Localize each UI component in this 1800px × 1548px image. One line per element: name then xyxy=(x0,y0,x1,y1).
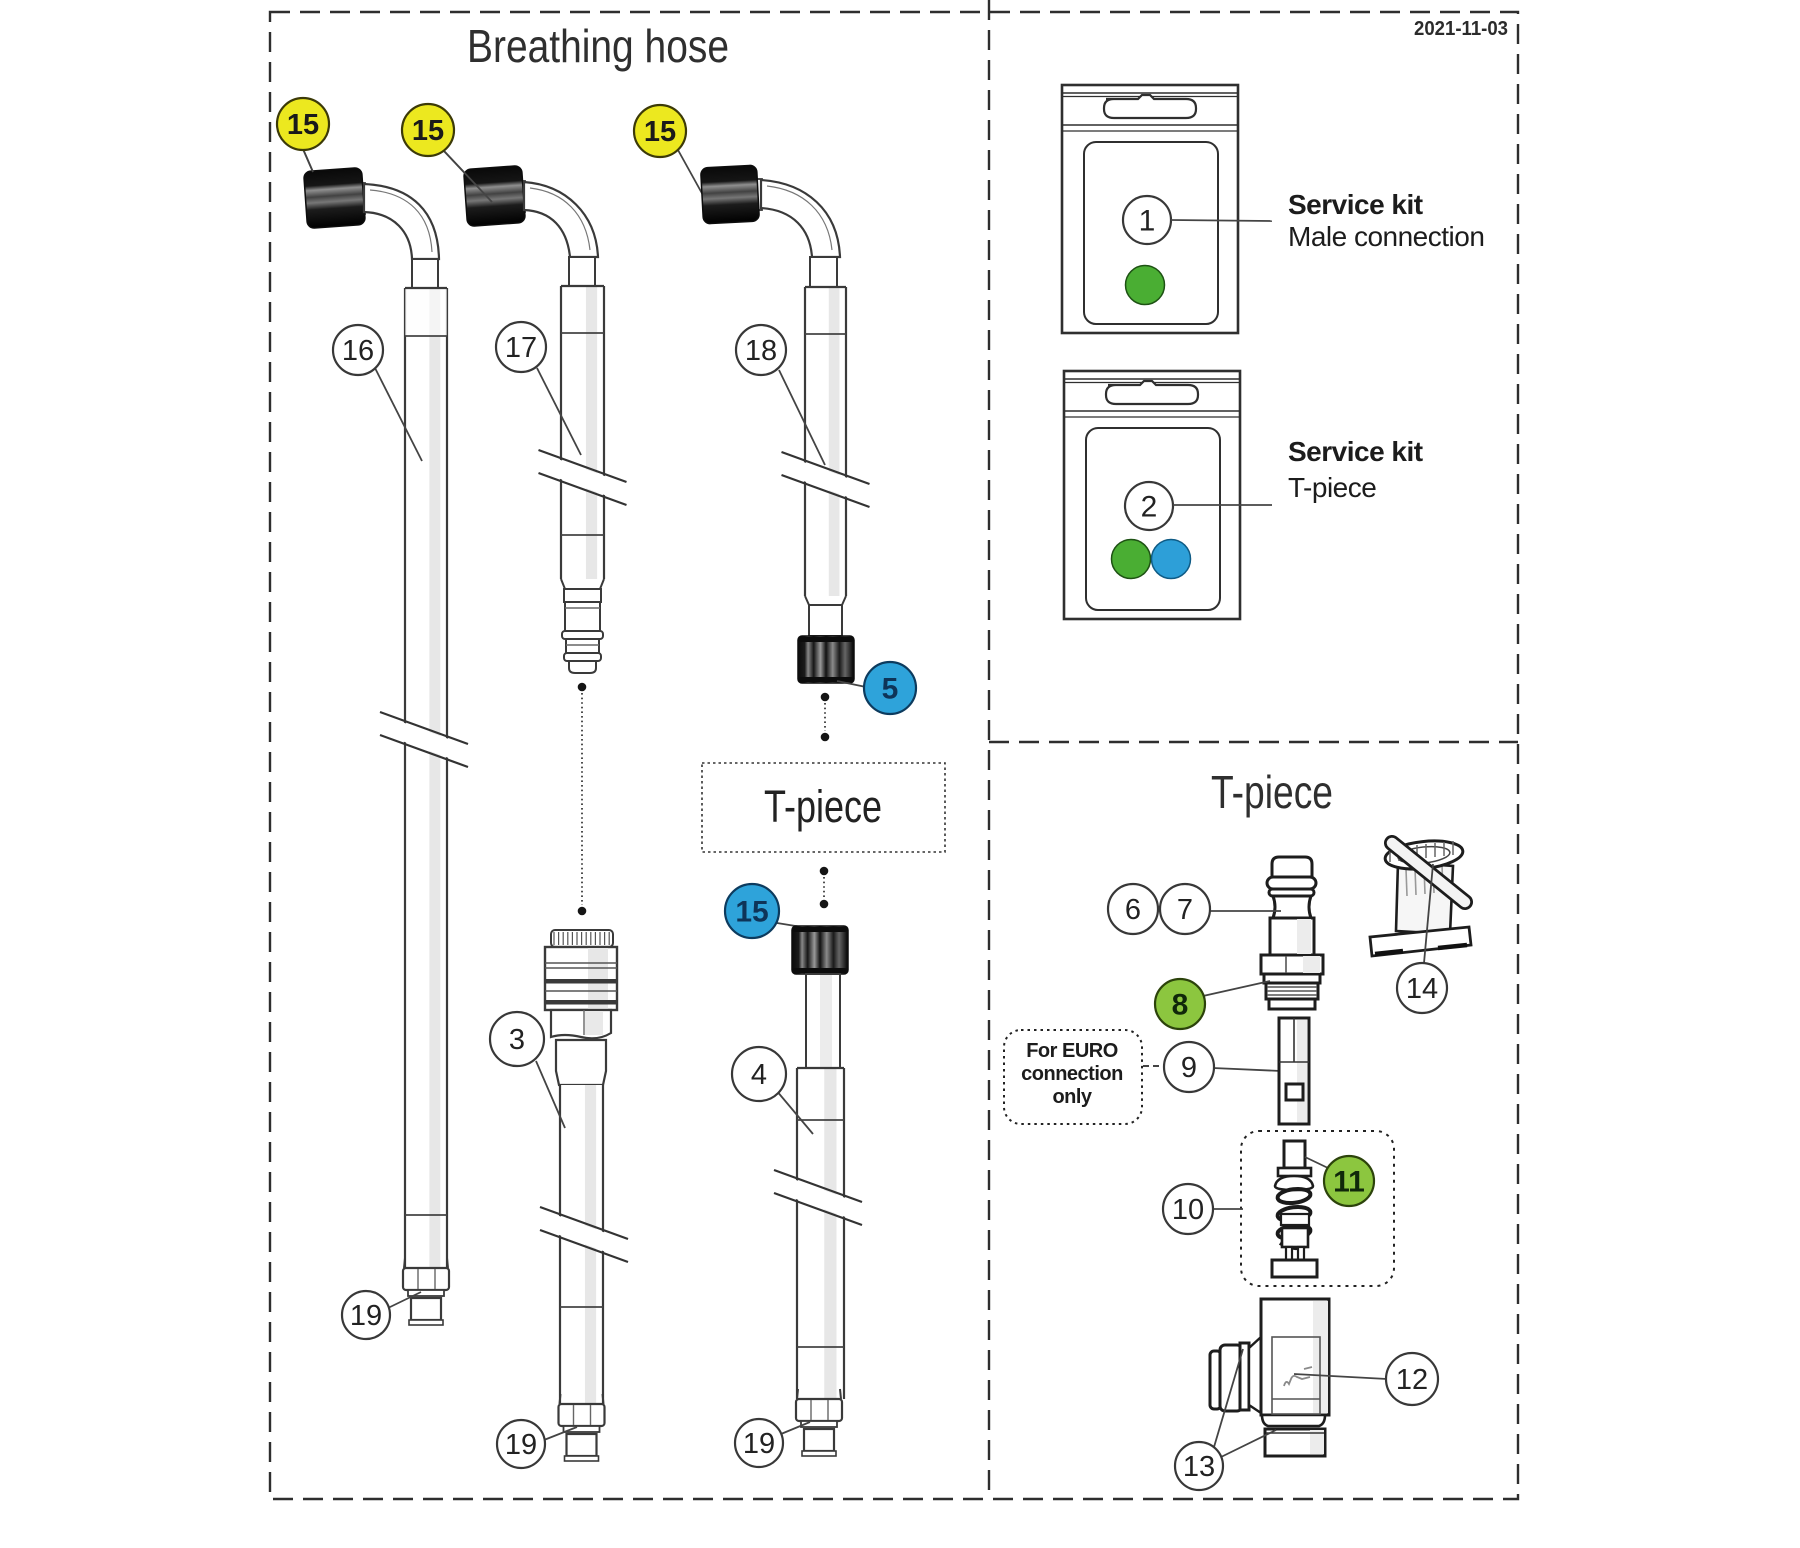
svg-text:8: 8 xyxy=(1172,989,1189,1022)
svg-text:18: 18 xyxy=(745,335,777,367)
svg-text:6: 6 xyxy=(1125,894,1141,926)
svg-text:T-piece: T-piece xyxy=(764,781,882,832)
svg-text:2: 2 xyxy=(1141,491,1158,524)
svg-text:19: 19 xyxy=(505,1429,537,1461)
svg-text:connection: connection xyxy=(1021,1063,1123,1085)
svg-text:For EURO: For EURO xyxy=(1026,1040,1118,1062)
svg-text:15: 15 xyxy=(644,116,676,148)
svg-text:9: 9 xyxy=(1181,1052,1197,1084)
svg-text:14: 14 xyxy=(1406,973,1438,1005)
svg-text:2021-11-03: 2021-11-03 xyxy=(1414,18,1508,40)
svg-text:5: 5 xyxy=(882,673,899,706)
svg-text:4: 4 xyxy=(751,1059,767,1091)
svg-text:1: 1 xyxy=(1139,205,1156,238)
svg-text:Male connection: Male connection xyxy=(1288,221,1484,252)
svg-text:17: 17 xyxy=(505,332,537,364)
svg-text:11: 11 xyxy=(1333,1166,1365,1199)
svg-text:7: 7 xyxy=(1177,894,1193,926)
svg-text:19: 19 xyxy=(350,1300,382,1332)
svg-text:Service kit: Service kit xyxy=(1288,436,1423,467)
svg-text:13: 13 xyxy=(1183,1451,1215,1483)
svg-text:only: only xyxy=(1052,1086,1092,1108)
svg-text:Breathing hose: Breathing hose xyxy=(467,20,729,72)
svg-text:T-piece: T-piece xyxy=(1288,472,1376,503)
svg-text:Service kit: Service kit xyxy=(1288,189,1423,220)
svg-text:15: 15 xyxy=(287,109,319,141)
svg-text:T-piece: T-piece xyxy=(1211,766,1333,818)
svg-text:3: 3 xyxy=(509,1024,525,1056)
svg-text:19: 19 xyxy=(743,1428,775,1460)
svg-text:16: 16 xyxy=(342,335,374,367)
svg-text:12: 12 xyxy=(1396,1364,1428,1396)
svg-text:15: 15 xyxy=(735,896,768,929)
svg-text:15: 15 xyxy=(412,115,444,147)
svg-text:10: 10 xyxy=(1172,1194,1204,1226)
